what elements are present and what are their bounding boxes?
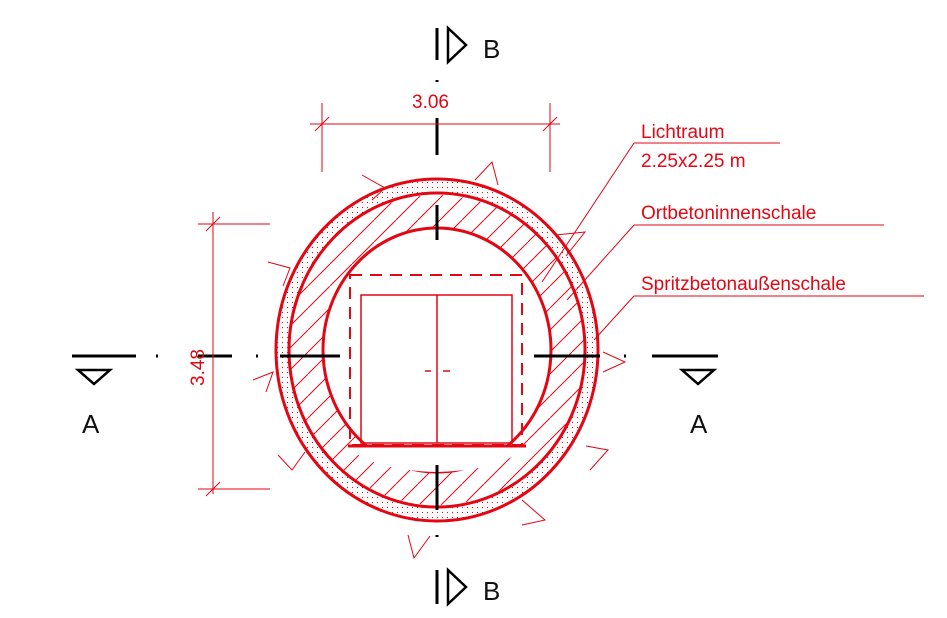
section-marker-left: A	[74, 368, 114, 439]
annotation-lichtraum: Lichtraum	[641, 122, 724, 143]
section-label-right: A	[690, 409, 708, 439]
clearance-envelope	[349, 274, 523, 446]
annotation-lichtraum-size: 2.25x2.25 m	[641, 151, 746, 172]
section-marker-bottom: B	[435, 567, 500, 607]
section-marker-top: B	[435, 25, 500, 65]
width-dimension-label: 3.06	[412, 92, 449, 113]
section-marker-right: A	[678, 368, 718, 439]
section-label-top: B	[483, 34, 500, 64]
section-label-left: A	[82, 409, 100, 439]
height-dimension	[198, 212, 270, 497]
section-axis-lines	[72, 80, 718, 537]
width-dimension	[310, 103, 560, 172]
portal-frame	[360, 294, 513, 444]
annotation-outer-shell: Spritzbetonaußenschale	[641, 274, 846, 295]
section-label-bottom: B	[483, 576, 500, 606]
annotation-leaders	[541, 142, 924, 341]
annotation-inner-shell: Ortbetoninnenschale	[641, 203, 816, 224]
height-dimension-label: 3.48	[188, 349, 209, 386]
